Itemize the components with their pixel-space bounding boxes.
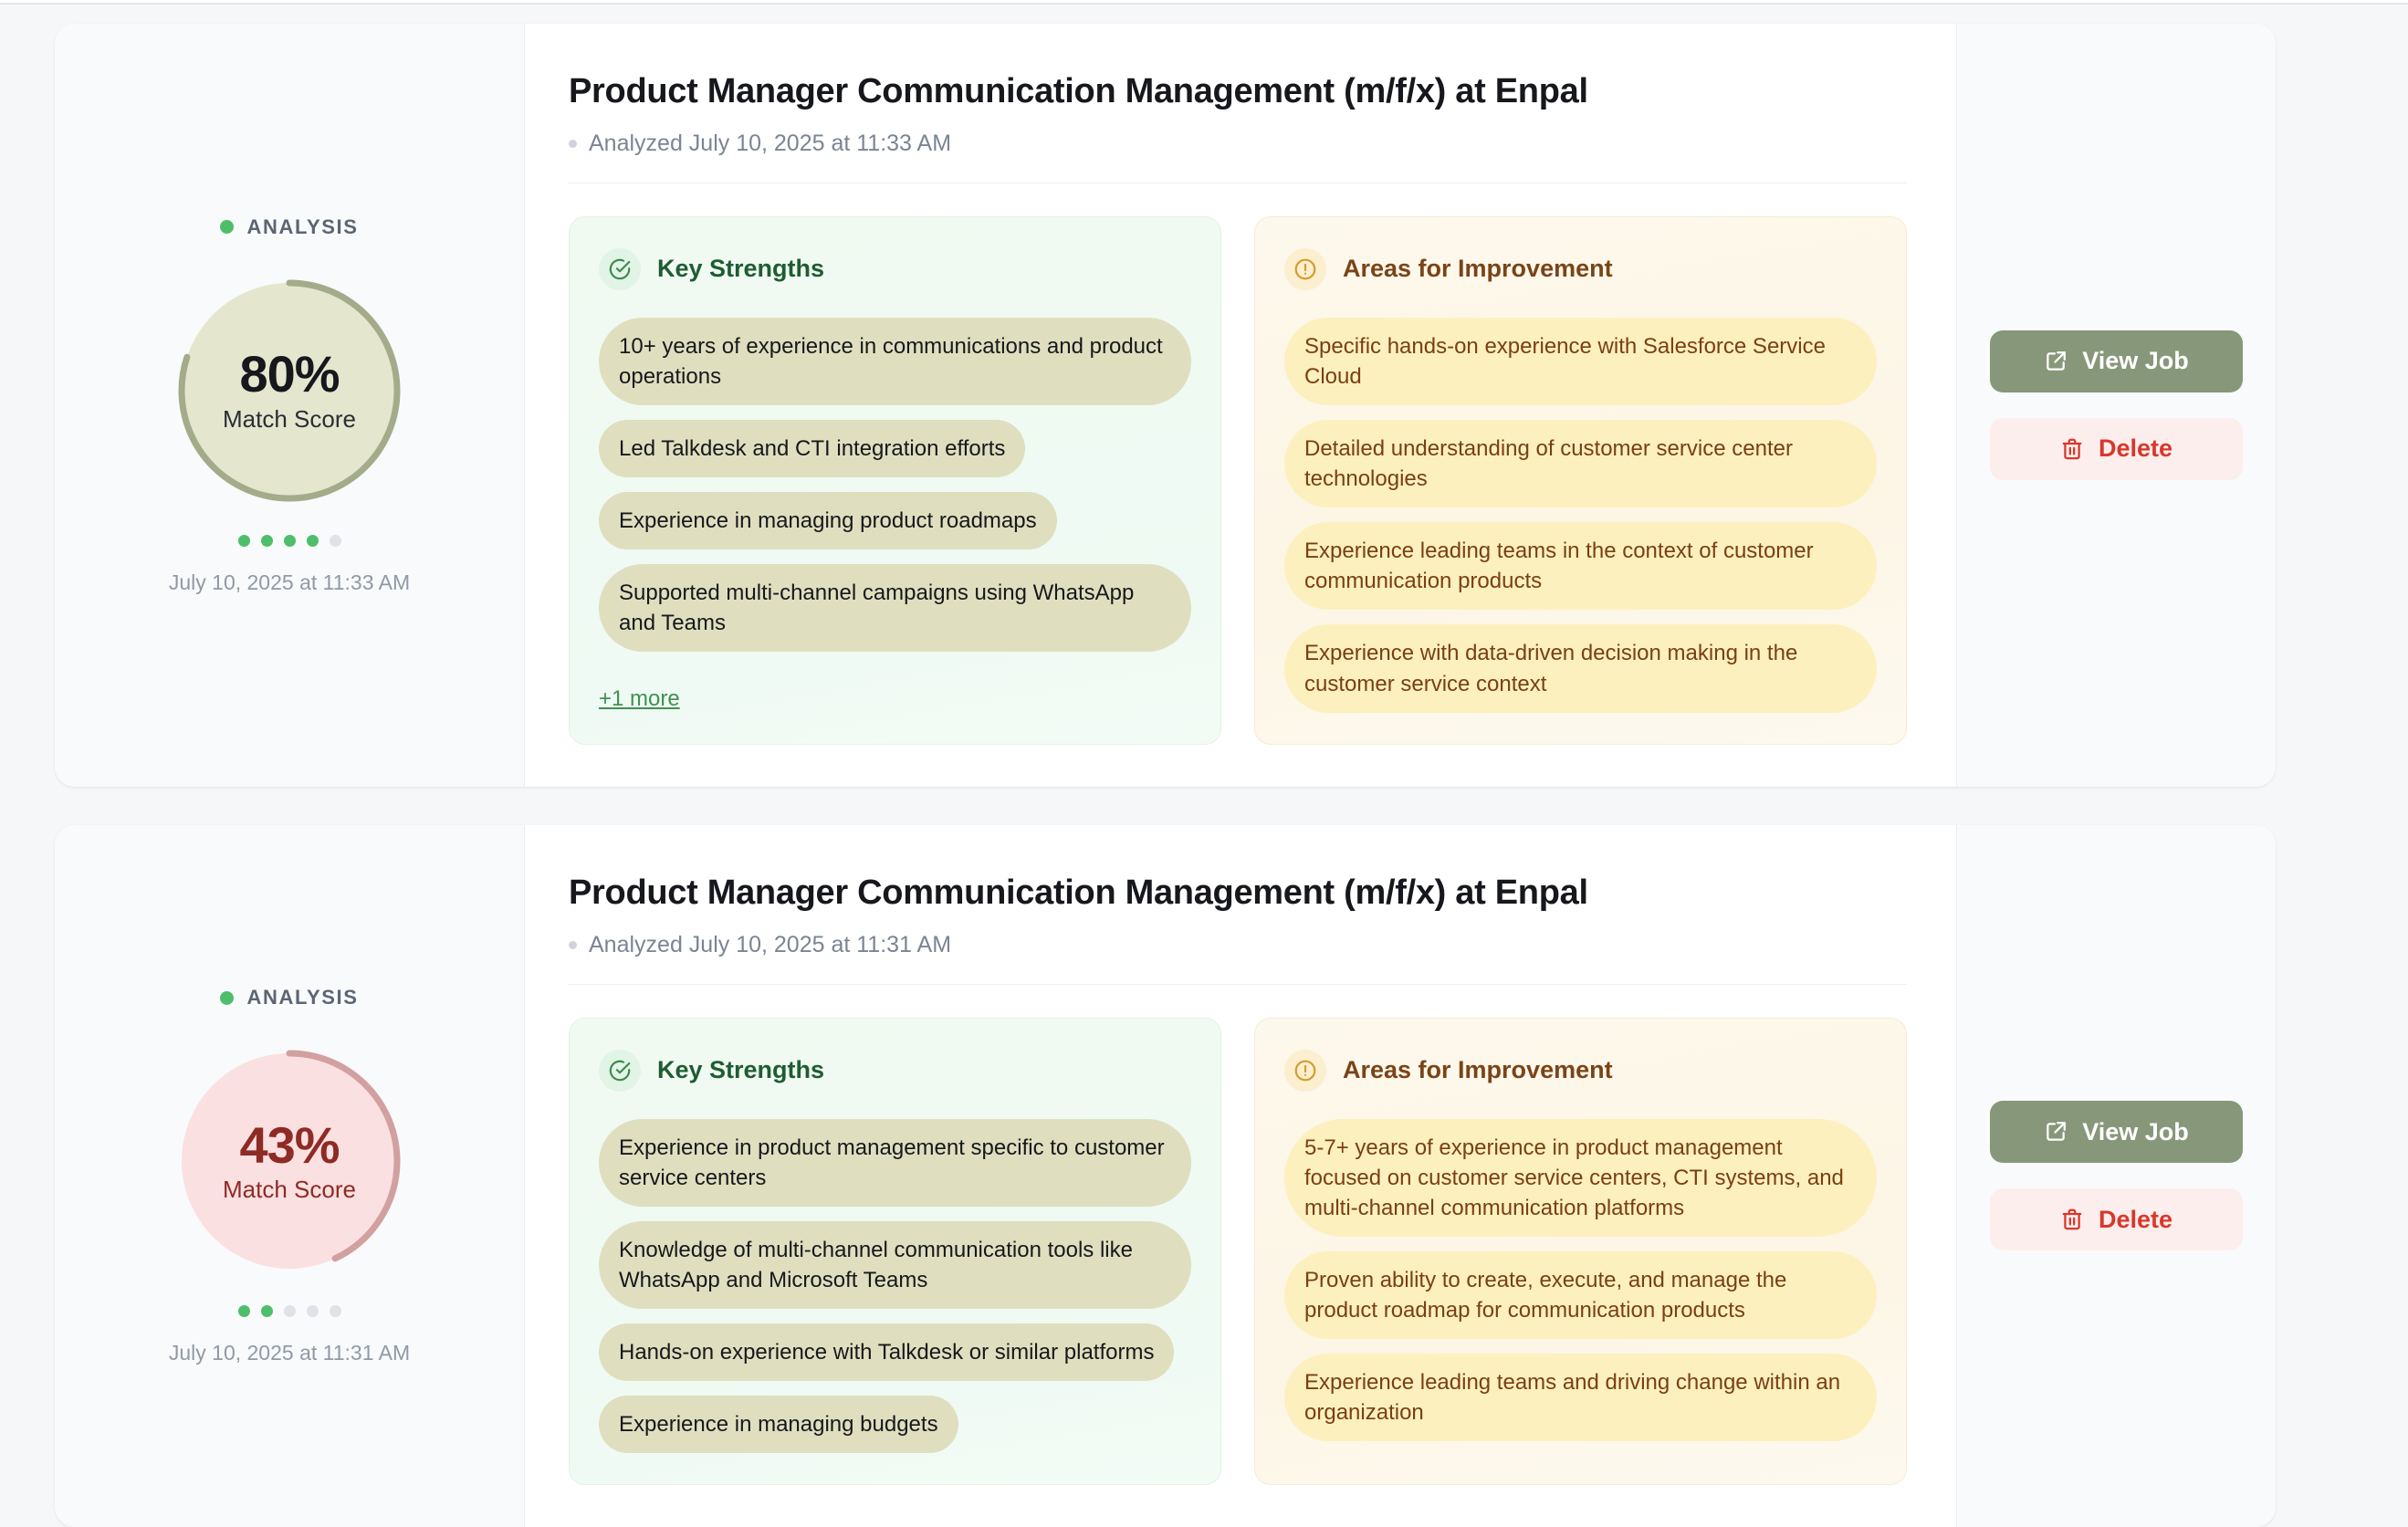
improvement-chip: Experience leading teams in the context … xyxy=(1284,522,1877,611)
progress-dot xyxy=(260,534,273,547)
progress-dot xyxy=(260,1305,273,1318)
status-dot-icon xyxy=(220,990,235,1005)
improvement-chip: Experience with data-driven decision mak… xyxy=(1284,624,1877,713)
strength-chip: Hands-on experience with Talkdesk or sim… xyxy=(599,1323,1175,1382)
analysis-status-label: ANALYSIS xyxy=(246,986,359,1009)
progress-dot xyxy=(329,534,341,547)
delete-label: Delete xyxy=(2098,434,2173,463)
progress-dot xyxy=(306,534,319,547)
progress-dot xyxy=(283,1305,296,1318)
card-actions: View Job Delete xyxy=(1956,824,2276,1527)
panel-header: Key Strengths xyxy=(599,1049,1191,1092)
match-score-ring: 43% Match Score xyxy=(173,1044,406,1278)
circle-check-icon xyxy=(599,1049,641,1092)
score-column: ANALYSIS 43% Match Score July 10, 2 xyxy=(55,824,525,1527)
score-ring-disc xyxy=(182,1053,397,1270)
progress-dot xyxy=(237,534,250,547)
strength-chip: Led Talkdesk and CTI integration efforts xyxy=(599,420,1026,478)
analyzed-timestamp-label: Analyzed July 10, 2025 at 11:31 AM xyxy=(589,931,952,957)
analysis-timestamp: July 10, 2025 at 11:31 AM xyxy=(168,1341,411,1365)
circle-check-icon xyxy=(599,247,641,290)
show-more-strengths-link[interactable]: +1 more xyxy=(599,686,680,712)
delete-button[interactable]: Delete xyxy=(1990,417,2243,480)
strength-chip: Experience in managing product roadmaps xyxy=(599,492,1057,550)
view-job-button[interactable]: View Job xyxy=(1990,1101,2243,1164)
analysis-status-label: ANALYSIS xyxy=(246,214,359,238)
panel-header: Areas for Improvement xyxy=(1284,1049,1877,1092)
alert-circle-icon xyxy=(1284,1049,1326,1092)
strength-chip: Knowledge of multi-channel communication… xyxy=(599,1220,1191,1309)
progress-dot xyxy=(306,1305,319,1318)
analysis-timestamp: July 10, 2025 at 11:33 AM xyxy=(168,570,411,594)
status-dot-icon xyxy=(220,220,235,235)
panel-title: Key Strengths xyxy=(657,255,825,283)
match-score-value: 43% xyxy=(239,1115,340,1174)
job-title: Product Manager Communication Management… xyxy=(569,873,1588,912)
analysis-card[interactable]: ANALYSIS 43% Match Score July 10, 2 xyxy=(55,824,2276,1527)
panel-header: Key Strengths xyxy=(599,247,1191,290)
analyzed-timestamp-label: Analyzed July 10, 2025 at 11:33 AM xyxy=(589,130,952,156)
view-job-label: View Job xyxy=(2082,347,2189,375)
score-ring-labels: 43% Match Score xyxy=(223,1115,356,1205)
bullet-dot-icon xyxy=(569,139,577,148)
score-ring-progress-icon xyxy=(178,279,401,502)
match-score-value: 80% xyxy=(239,344,340,403)
window-top-divider xyxy=(0,0,2408,5)
strength-chip: Experience in managing budgets xyxy=(599,1396,958,1454)
analysis-status-tag: ANALYSIS xyxy=(220,215,358,239)
panel-title: Key Strengths xyxy=(657,1056,825,1084)
strength-chip: Supported multi-channel campaigns using … xyxy=(599,564,1191,653)
card-content: Product Manager Communication Management… xyxy=(525,825,1956,1527)
analysis-card[interactable]: ANALYSIS 80% Match Score July 10, 2 xyxy=(55,24,2276,787)
score-column: ANALYSIS 80% Match Score July 10, 2 xyxy=(55,24,525,787)
score-ring-progress-icon xyxy=(178,1050,401,1272)
delete-button[interactable]: Delete xyxy=(1990,1188,2243,1251)
score-progress-dots xyxy=(237,1305,341,1318)
alert-circle-icon xyxy=(1284,247,1326,290)
view-job-button[interactable]: View Job xyxy=(1990,329,2243,392)
key-strengths-panel: Key Strengths Experience in product mana… xyxy=(569,1017,1221,1486)
panel-title: Areas for Improvement xyxy=(1343,1056,1613,1084)
key-strengths-panel: Key Strengths 10+ years of experience in… xyxy=(569,215,1221,745)
improvement-chip: 5-7+ years of experience in product mana… xyxy=(1284,1118,1877,1237)
match-score-caption: Match Score xyxy=(223,404,356,433)
content-divider xyxy=(569,983,1907,985)
panel-title: Areas for Improvement xyxy=(1343,255,1613,283)
improvement-chip: Specific hands-on experience with Salesf… xyxy=(1284,317,1877,406)
improvement-chip: Experience leading teams and driving cha… xyxy=(1284,1354,1877,1442)
external-link-icon xyxy=(2047,350,2067,371)
insight-panels: Key Strengths Experience in product mana… xyxy=(569,1017,1907,1486)
external-link-icon xyxy=(2047,1122,2067,1142)
trash-icon xyxy=(2062,438,2082,460)
areas-for-improvement-panel: Areas for Improvement 5-7+ years of expe… xyxy=(1254,1017,1907,1486)
view-job-label: View Job xyxy=(2082,1117,2189,1145)
strength-chip: 10+ years of experience in communication… xyxy=(599,317,1191,406)
improvement-chip: Detailed understanding of customer servi… xyxy=(1284,420,1877,508)
analysis-history-list: ANALYSIS 80% Match Score July 10, 2 xyxy=(0,6,2408,1527)
areas-for-improvement-panel: Areas for Improvement Specific hands-on … xyxy=(1254,215,1907,745)
insight-panels: Key Strengths 10+ years of experience in… xyxy=(569,215,1907,745)
progress-dot xyxy=(329,1305,341,1318)
trash-icon xyxy=(2062,1209,2082,1230)
job-title: Product Manager Communication Management… xyxy=(569,72,1588,110)
improvement-chip: Proven ability to create, execute, and m… xyxy=(1284,1250,1877,1340)
match-score-ring: 80% Match Score xyxy=(173,274,406,507)
score-progress-dots xyxy=(237,534,341,547)
progress-dot xyxy=(237,1305,250,1318)
analysis-meta: Analyzed July 10, 2025 at 11:33 AM xyxy=(569,131,1907,157)
analysis-meta: Analyzed July 10, 2025 at 11:31 AM xyxy=(569,932,1907,958)
score-ring-disc xyxy=(182,282,397,498)
delete-label: Delete xyxy=(2098,1205,2173,1233)
card-actions: View Job Delete xyxy=(1956,24,2276,787)
analysis-status-tag: ANALYSIS xyxy=(220,986,358,1009)
panel-header: Areas for Improvement xyxy=(1284,247,1877,290)
bullet-dot-icon xyxy=(569,940,577,949)
score-ring-labels: 80% Match Score xyxy=(223,344,356,434)
strength-chip: Experience in product management specifi… xyxy=(599,1118,1191,1207)
progress-dot xyxy=(283,534,296,547)
card-content: Product Manager Communication Management… xyxy=(525,24,1956,787)
match-score-caption: Match Score xyxy=(223,1176,356,1204)
